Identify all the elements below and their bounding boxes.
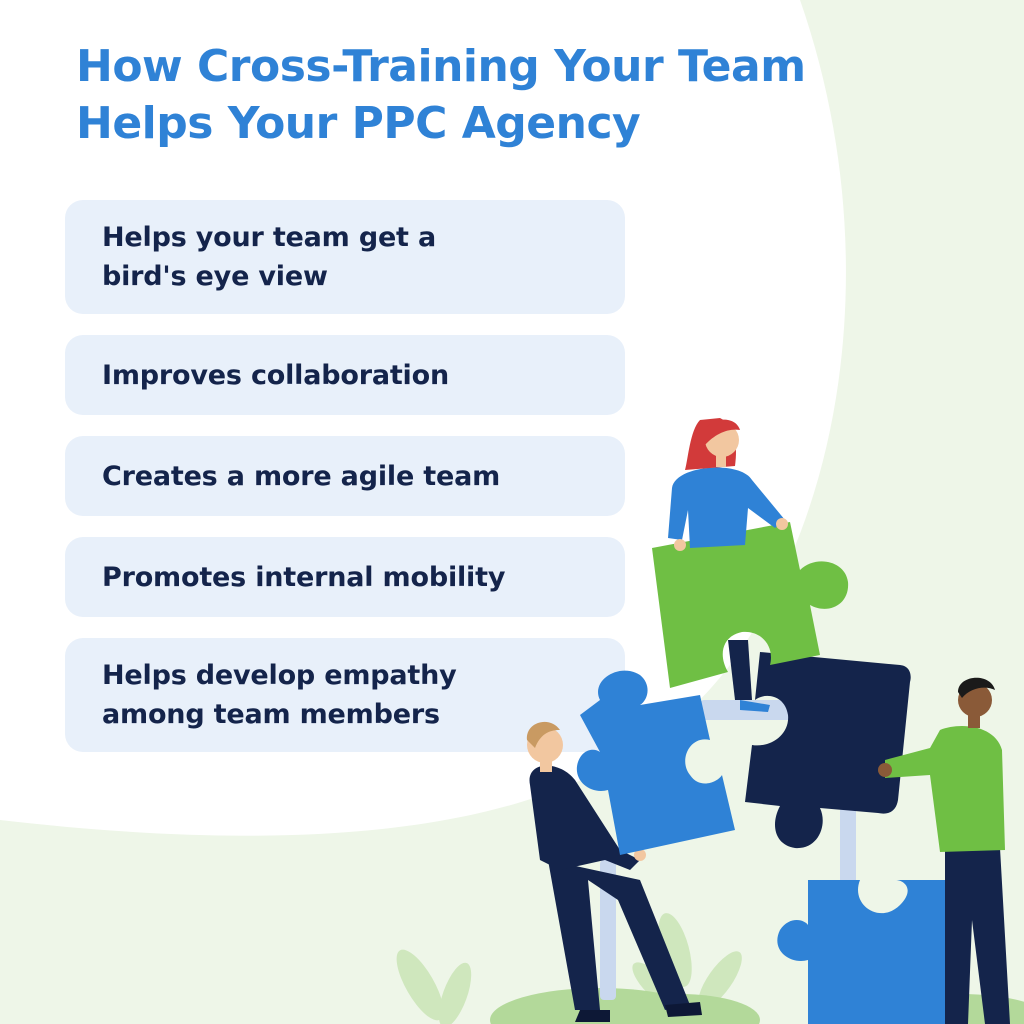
blue-puzzle-piece-bottom [777,880,955,1024]
benefit-card-internal-mobility: Promotes internal mobility [65,537,625,617]
benefit-text-line-2: bird's eye view [102,261,328,292]
page-title: How Cross-Training Your Team Helps Your … [76,38,956,152]
title-line-1: How Cross-Training Your Team [76,41,806,92]
title-line-2: Helps Your PPC Agency [76,98,641,149]
benefit-text: Improves collaboration [102,356,449,395]
benefit-text-line-1: Promotes internal mobility [102,561,506,593]
benefit-text-line-1: Creates a more agile team [102,460,501,492]
benefit-text-line-2: among team members [102,699,440,730]
green-puzzle-piece [652,522,849,688]
benefit-card-collaboration: Improves collaboration [65,335,625,415]
benefit-text: Helps develop empathy among team members [102,656,457,734]
benefit-text-line-1: Helps develop empathy [102,660,457,691]
navy-puzzle-piece [745,652,911,849]
benefit-text: Promotes internal mobility [102,558,505,597]
benefit-text: Creates a more agile team [102,457,500,496]
benefit-text-line-1: Improves collaboration [102,359,449,391]
woman-top [668,418,788,712]
man-left [526,721,702,1022]
benefit-card-birds-eye-view: Helps your team get a bird's eye view [65,200,625,314]
man-right [878,677,1010,1024]
blue-puzzle-piece-middle [576,670,735,855]
benefit-text-line-1: Helps your team get a [102,222,436,253]
benefit-text: Helps your team get a bird's eye view [102,218,436,296]
benefit-card-agile-team: Creates a more agile team [65,436,625,516]
